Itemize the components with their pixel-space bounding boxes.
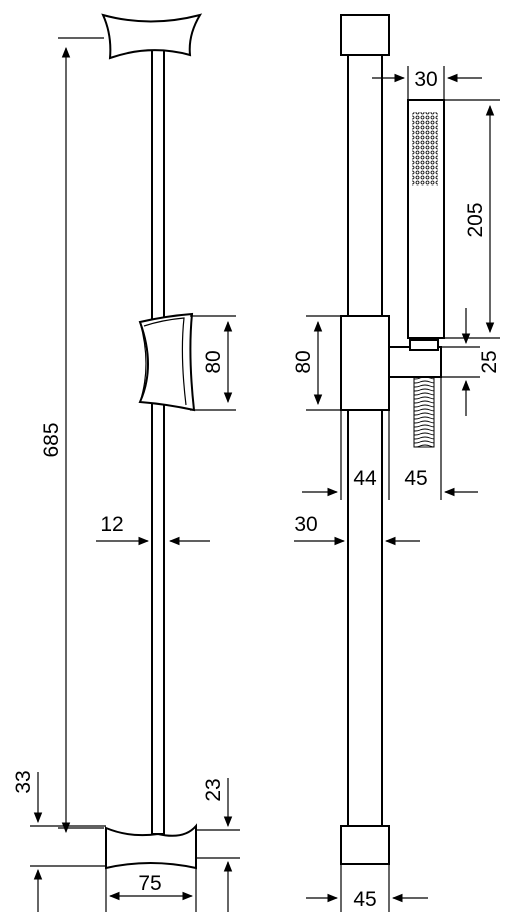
dim-holder-depth: 45	[404, 467, 427, 490]
top-wall-mount	[340, 14, 390, 56]
handshower-holder	[388, 346, 442, 378]
bottom-end-cap	[105, 823, 197, 870]
dim-base-depth: 45	[353, 888, 376, 911]
front-view: 685 80 12 33 23 75	[12, 13, 240, 912]
side-view: 30 205 80 25 44 45 30 45	[292, 14, 501, 912]
dim-bracket-height-left: 80	[202, 350, 225, 373]
dim-handshower-width: 30	[414, 68, 437, 91]
spray-face	[412, 112, 438, 186]
dim-end-cap-33: 33	[12, 770, 35, 793]
wall-bar	[347, 49, 383, 827]
dim-slider-height-right: 80	[292, 350, 315, 373]
dim-end-cap-23: 23	[202, 778, 225, 801]
slider-block	[340, 315, 390, 411]
top-end-cap	[101, 13, 203, 60]
bottom-wall-mount	[340, 825, 390, 865]
slider-bracket	[138, 312, 196, 412]
dim-rod-diameter: 12	[100, 513, 123, 536]
hose-spring	[413, 376, 435, 448]
dim-base-width: 75	[138, 872, 161, 895]
sliding-rod	[151, 49, 165, 835]
dim-bar-width: 30	[294, 513, 317, 536]
dim-holder-25: 25	[478, 350, 501, 373]
dim-handshower-length: 205	[464, 202, 487, 237]
dim-overall-length: 685	[40, 422, 63, 457]
dim-slider-depth: 44	[353, 467, 377, 490]
